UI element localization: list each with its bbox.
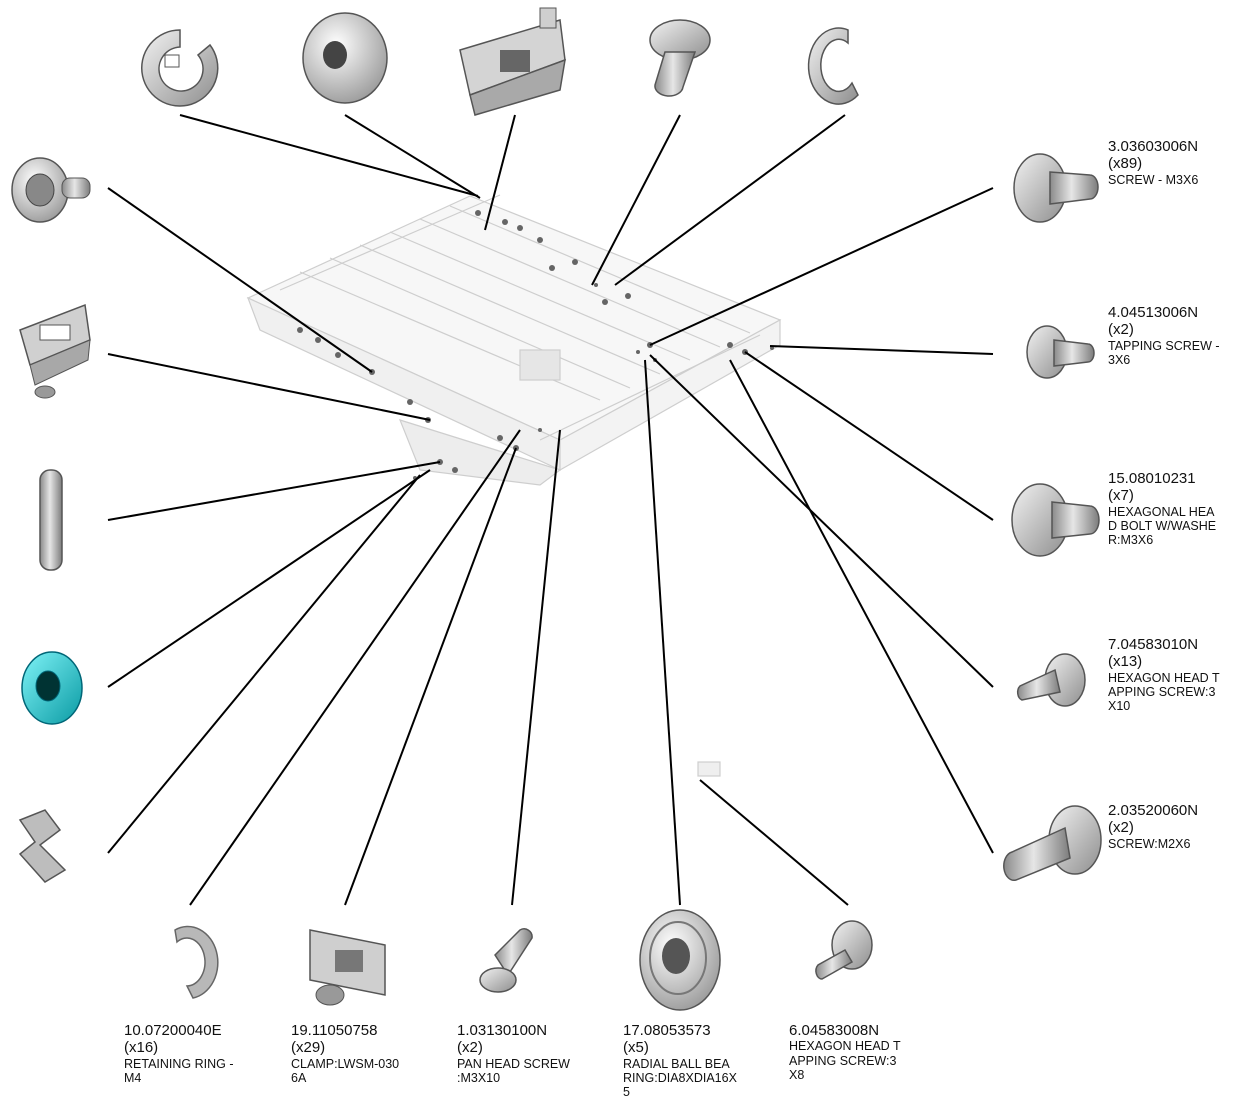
screw-icon	[1013, 153, 1099, 223]
pin-icon	[39, 469, 63, 571]
part-description: SCREW - M3X6	[1108, 172, 1199, 187]
part-description: HEXAGON HEAD T APPING SCREW:3 X8	[789, 1039, 901, 1082]
part-quantity: (x13)	[1108, 653, 1143, 671]
part-number: 1.03130100N	[457, 1022, 548, 1039]
part-number: 19.11050758	[291, 1022, 378, 1039]
shaft-assembly-icon	[11, 157, 91, 223]
callout-17: 17.08053573 (x5) RADIAL BALL BEA RING:DI…	[623, 1022, 737, 1100]
hex-screw-icon	[815, 920, 873, 980]
assembly-frame	[246, 194, 782, 777]
tapping-screw-icon	[1026, 325, 1095, 379]
callout-15: 15.08010231 (x7) HEXAGONAL HEA D BOLT W/…	[1108, 470, 1216, 548]
clamp-icon	[309, 929, 386, 1006]
part-number: 4.04513006N	[1108, 304, 1199, 321]
part-description: RADIAL BALL BEA RING:DIA8XDIA16X 5	[623, 1056, 737, 1100]
ball-bearing-icon	[639, 909, 721, 1011]
part-description: HEXAGONAL HEA D BOLT W/WASHE R:M3X6	[1108, 504, 1217, 548]
part-description: SCREW:M2X6	[1108, 836, 1191, 851]
callout-7: 7.04583010N (x13) HEXAGON HEAD T APPING …	[1108, 636, 1220, 714]
callout-4: 4.04513006N (x2) TAPPING SCREW - 3X6	[1108, 304, 1220, 367]
hex-bolt-icon	[1011, 483, 1100, 557]
callout-1: 1.03130100N (x2) PAN HEAD SCREW :M3X10	[457, 1022, 570, 1085]
part-number: 2.03520060N	[1108, 802, 1199, 819]
part-description: HEXAGON HEAD T APPING SCREW:3 X10	[1108, 670, 1220, 714]
retaining-ring-icon	[174, 925, 219, 999]
part-number: 10.07200040E	[124, 1022, 222, 1039]
part-quantity: (x16)	[124, 1039, 159, 1057]
part-number: 3.03603006N	[1108, 138, 1199, 155]
part-number: 17.08053573	[623, 1022, 711, 1039]
part-quantity: (x2)	[1108, 321, 1134, 339]
part-quantity: (x2)	[1108, 819, 1134, 837]
e-clip-icon	[141, 29, 219, 107]
clamp-side-icon	[19, 303, 91, 399]
part-description: TAPPING SCREW - 3X6	[1108, 338, 1220, 367]
leader-lines	[107, 114, 994, 906]
callout-19: 19.11050758 (x29) CLAMP:LWSM-030 6A	[291, 1022, 399, 1085]
callout-2: 2.03520060N (x2) SCREW:M2X6	[1108, 802, 1198, 851]
part-description: CLAMP:LWSM-030 6A	[291, 1056, 400, 1085]
long-screw-icon	[1003, 805, 1102, 882]
spacer-ring-icon	[302, 12, 388, 104]
part-quantity: (x29)	[291, 1039, 326, 1057]
part-number: 7.04583010N	[1108, 636, 1199, 653]
part-quantity: (x89)	[1108, 155, 1143, 173]
split-clip-icon	[18, 809, 67, 883]
pan-head-screw-icon	[479, 928, 533, 993]
part-number: 15.08010231	[1108, 470, 1196, 487]
part-number: 6.04583008N	[789, 1022, 880, 1039]
callout-3: 3.03603006N (x89) SCREW - M3X6	[1108, 138, 1198, 187]
screw-top-icon	[649, 19, 711, 97]
cable-clamp-icon	[459, 7, 566, 116]
callout-6: 6.04583008N HEXAGON HEAD T APPING SCREW:…	[789, 1022, 901, 1082]
callout-10: 10.07200040E (x16) RETAINING RING - M4	[124, 1022, 234, 1085]
c-clip-icon	[807, 27, 859, 105]
cyan-bearing-icon	[21, 651, 83, 725]
part-quantity: (x2)	[457, 1039, 483, 1057]
part-quantity: (x5)	[623, 1039, 649, 1057]
part-quantity: (x7)	[1108, 487, 1134, 505]
part-description: RETAINING RING - M4	[124, 1056, 234, 1085]
hex-tapping-screw-icon	[1016, 653, 1086, 707]
part-description: PAN HEAD SCREW :M3X10	[457, 1056, 570, 1085]
